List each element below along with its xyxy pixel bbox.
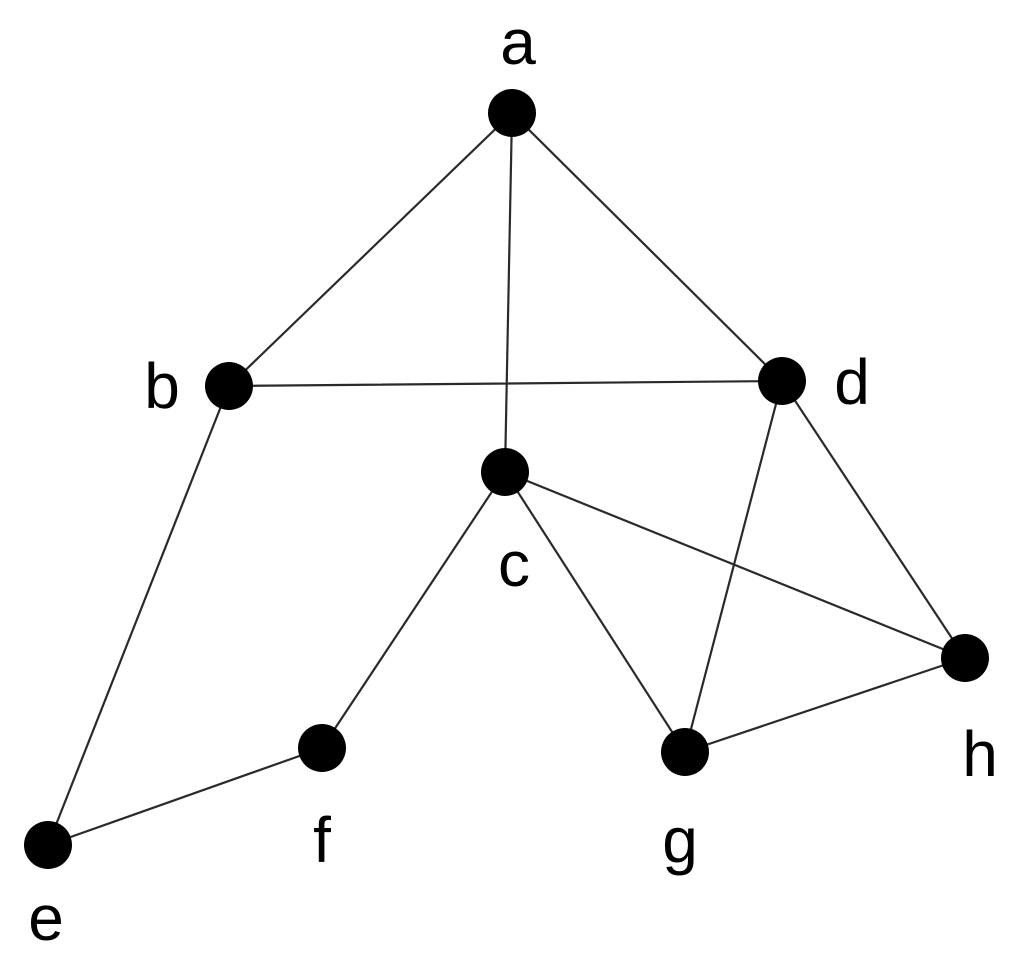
- node-f: [298, 724, 346, 772]
- node-label-e: e: [28, 882, 64, 954]
- edge-a-c: [503, 111, 514, 474]
- node-label-c: c: [498, 528, 530, 600]
- node-b: [205, 362, 253, 410]
- node-label-f: f: [313, 804, 331, 876]
- node-label-g: g: [662, 804, 698, 876]
- edge-a-d: [510, 111, 784, 383]
- node-label-h: h: [962, 718, 998, 790]
- edge-d-g: [683, 379, 784, 754]
- node-layer: [24, 89, 989, 869]
- edge-layer: [46, 111, 967, 847]
- edge-c-f: [320, 470, 507, 750]
- node-label-a: a: [500, 6, 536, 78]
- node-h: [941, 634, 989, 682]
- node-d: [758, 357, 806, 405]
- node-e: [24, 821, 72, 869]
- edge-b-d: [227, 379, 784, 388]
- node-a: [488, 89, 536, 137]
- node-label-b: b: [144, 350, 180, 422]
- node-g: [661, 728, 709, 776]
- edge-g-h: [683, 656, 967, 754]
- node-label-d: d: [834, 346, 870, 418]
- edge-b-e: [46, 384, 231, 847]
- label-layer: a b c d e f g h: [28, 6, 998, 954]
- edge-a-b: [227, 111, 514, 388]
- edge-c-g: [503, 470, 687, 754]
- edge-e-f: [46, 746, 324, 847]
- node-c: [481, 448, 529, 496]
- edge-d-h: [780, 379, 967, 660]
